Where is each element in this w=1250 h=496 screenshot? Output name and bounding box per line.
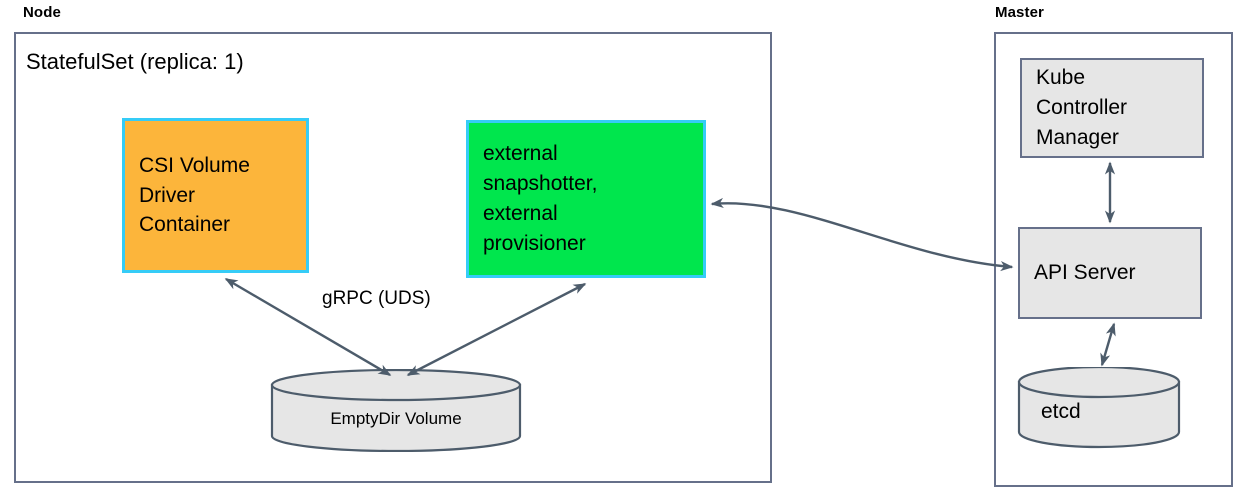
cylinder-emptydir-volume[interactable]: EmptyDir Volume <box>270 369 522 452</box>
group-label-node: Node <box>23 4 61 21</box>
box-line: external <box>483 202 558 225</box>
cylinder-shape <box>1017 367 1181 449</box>
box-line: API Server <box>1034 261 1136 285</box>
cylinder-shape <box>270 369 522 452</box>
cylinder-etcd[interactable]: etcd <box>1017 367 1181 449</box>
box-line: CSI Volume <box>139 153 250 177</box>
box-line: snapshotter, <box>483 172 598 196</box>
cylinder-label: etcd <box>1041 400 1081 423</box>
statefulset-title: StatefulSet (replica: 1) <box>26 49 244 74</box>
group-label-master: Master <box>995 4 1044 21</box>
box-line: Driver <box>139 183 195 207</box>
box-external-sidecars[interactable]: external snapshotter, external provision… <box>466 120 706 278</box>
box-line: Kube <box>1036 66 1086 90</box>
cylinder-label: EmptyDir Volume <box>330 409 462 428</box>
box-line: Container <box>139 213 231 237</box>
box-api-server[interactable]: API Server <box>1018 227 1202 319</box>
box-kube-controller-manager[interactable]: Kube Controller Manager <box>1020 58 1204 158</box>
box-line: external <box>483 142 558 166</box>
edge-label-grpc-uds: gRPC (UDS) <box>322 288 431 309</box>
box-line: Manager <box>1036 125 1119 149</box>
box-line: provisioner <box>483 231 586 255</box>
box-line: Controller <box>1036 96 1128 120</box>
box-csi-volume-driver-container[interactable]: CSI Volume Driver Container <box>122 118 309 273</box>
